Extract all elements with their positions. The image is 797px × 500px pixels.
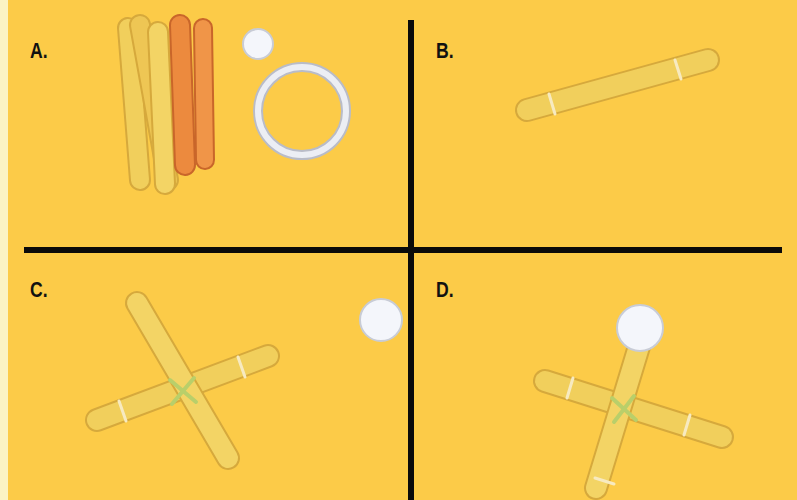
divider-line [24,247,782,253]
craft-stick [137,303,228,458]
rubber-band [119,401,126,421]
stick-catapult [545,340,722,488]
stick-outline [158,32,165,184]
panel-letter: D. [436,279,454,301]
rubber-band [675,60,681,79]
rubber-band [549,94,555,114]
panel-letter: B. [436,40,454,62]
pompom-ball [360,299,402,341]
stick-cross [97,303,268,458]
craft-stick [158,32,165,184]
stick-outline [203,28,205,160]
craft-stick [527,60,708,110]
ring [258,67,346,155]
stick-pile [128,25,205,184]
rubber-band [238,357,245,377]
yellow-ground [8,0,797,500]
rubber-band [684,415,690,435]
joined-sticks [527,60,708,114]
stick-outline [180,25,185,165]
rubber-band [567,378,573,398]
craft-stick [180,25,185,165]
rubber-band [172,378,194,404]
stick-outline [137,303,228,458]
divider-line [408,20,414,500]
craft-stick [596,340,641,488]
pompom-ball [617,305,663,351]
panel-letter: C. [30,279,48,301]
ring [258,67,346,155]
stick-outline [596,340,641,488]
rubber-band [614,396,634,422]
rubber-band [595,478,614,484]
craft-stick [203,28,205,160]
panel-letter: A. [30,40,48,62]
pompom-ball [243,29,273,59]
stick-outline [527,60,708,110]
